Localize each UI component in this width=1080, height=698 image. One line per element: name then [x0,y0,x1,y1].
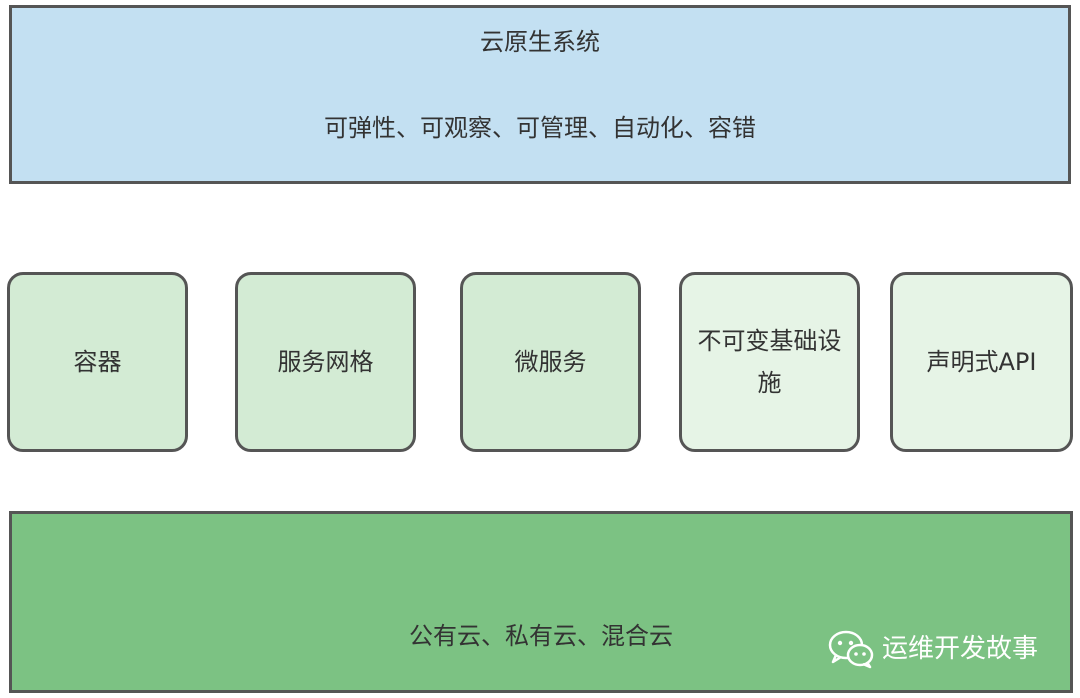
cloud-platform-box: 公有云、私有云、混合云 [9,511,1073,693]
component-label: 声明式API [926,348,1037,376]
component-box-microservices: 微服务 [460,272,641,452]
component-label: 微服务 [514,348,587,376]
component-label: 不可变基础设施 [697,327,842,397]
component-box-immutable-infrastructure: 不可变基础设施 [679,272,860,452]
top-box-title: 云原生系统 [480,28,600,56]
wechat-icon [828,630,874,669]
component-box-service-mesh: 服务网格 [235,272,416,452]
top-box-subtitle: 可弹性、可观察、可管理、自动化、容错 [324,114,756,142]
watermark-text: 运维开发故事 [882,634,1039,664]
component-box-declarative-api: 声明式API [890,272,1073,452]
watermark: 运维开发故事 [828,629,1038,669]
component-label: 容器 [73,348,122,376]
component-box-container: 容器 [7,272,188,452]
cloud-native-system-box: 云原生系统 可弹性、可观察、可管理、自动化、容错 [9,5,1071,184]
component-label: 服务网格 [277,348,374,376]
bottom-box-label: 公有云、私有云、混合云 [409,622,673,650]
